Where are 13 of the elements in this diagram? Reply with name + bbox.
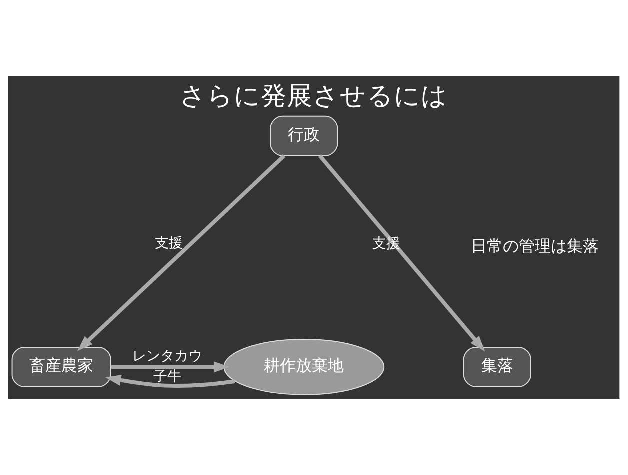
- edge-label: 支援: [154, 236, 183, 252]
- arrow: [318, 154, 486, 352]
- label: 日常の管理は集落: [470, 236, 599, 256]
- node-box: 行政: [270, 116, 338, 156]
- arrow: [77, 154, 286, 352]
- arrow: [105, 374, 236, 388]
- arrow: [110, 362, 230, 373]
- node-box: 集落: [463, 346, 532, 388]
- edge-label: 子牛: [153, 369, 182, 386]
- edge-label: レンタカウ: [132, 348, 202, 364]
- diagram-title: さらに発展させるには: [180, 81, 448, 112]
- node-box: 畜産農家: [12, 346, 112, 388]
- node-ellipse: 耕作放棄地: [224, 339, 385, 396]
